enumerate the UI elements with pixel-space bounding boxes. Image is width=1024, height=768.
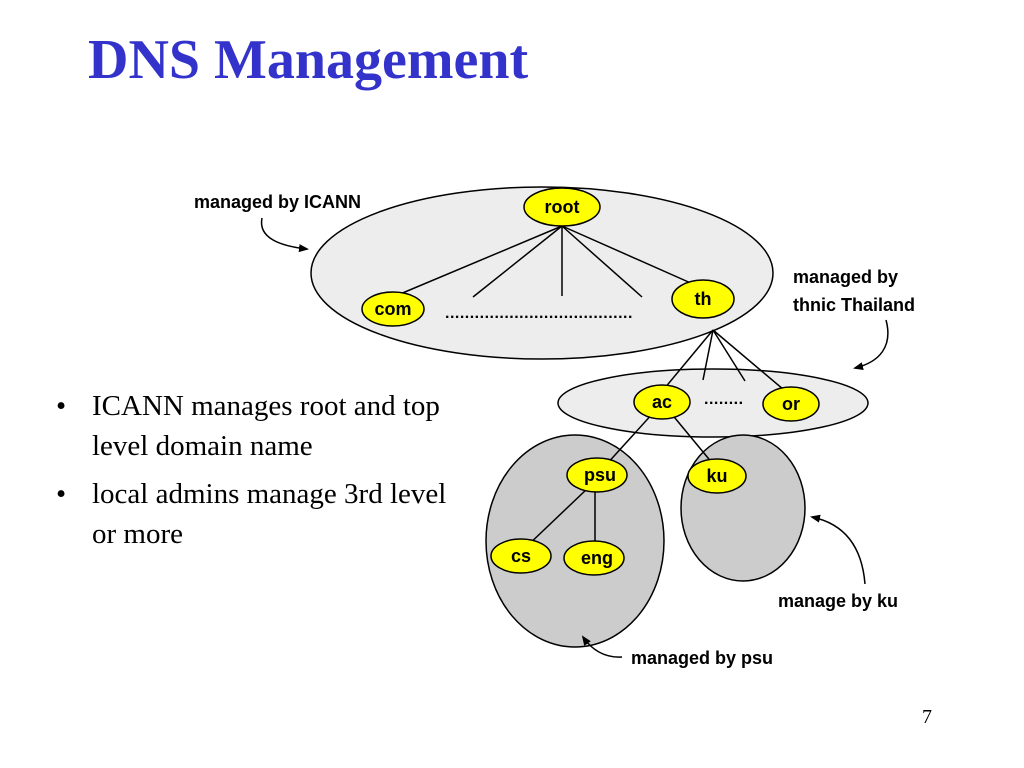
node-com-shape (361, 291, 425, 327)
ku-zone (680, 434, 806, 582)
node-eng: eng (563, 540, 625, 576)
node-com-label: com (374, 299, 411, 319)
node-ac-shape (633, 384, 691, 420)
node-ku-label: ku (706, 466, 727, 486)
tld-ellipsis: ...................................... (445, 305, 633, 322)
node-th-shape (671, 279, 735, 319)
psu-zone (485, 434, 665, 648)
arrow-psu-to-zone (581, 635, 623, 658)
node-root-shape (523, 187, 601, 227)
tree-edges (392, 225, 791, 549)
page-number: 7 (922, 706, 932, 728)
edge-ac-psu (604, 411, 655, 467)
node-ac-label: ac (652, 392, 672, 412)
slide-title: DNS Management (88, 29, 529, 91)
bullet-item: • local admins manage 3rd level or more (56, 474, 466, 554)
icann-zone (310, 186, 774, 360)
bullet-item: • ICANN manages root and top level domai… (56, 386, 466, 466)
node-com: com (361, 291, 425, 327)
label-manage-by-ku: manage by ku (778, 591, 898, 611)
node-psu: psu (566, 457, 628, 493)
node-ac: ac (633, 384, 691, 420)
node-cs-label: cs (511, 546, 531, 566)
bullet-marker: • (56, 390, 67, 422)
edge-ac-ku (669, 411, 714, 465)
edge-root-th (561, 225, 703, 289)
node-cs-shape (490, 538, 552, 574)
edge-root-tld2 (472, 225, 563, 298)
node-th: th (671, 279, 735, 319)
node-or-shape (762, 386, 820, 422)
edge-th-sld3 (712, 329, 746, 382)
node-ku-shape (687, 458, 747, 494)
arrow-ku-to-zone (810, 514, 866, 585)
bullet-list: • ICANN manages root and top level domai… (56, 386, 466, 562)
bullet-text: ICANN manages root and top level domain … (92, 390, 440, 462)
label-managed-by-thnic-line1: managed by (793, 267, 898, 287)
bullet-text: local admins manage 3rd level or more (92, 478, 447, 550)
node-root-label: root (545, 197, 580, 217)
node-cs: cs (490, 538, 552, 574)
edge-th-or (712, 329, 791, 396)
label-managed-by-icann: managed by ICANN (194, 192, 361, 212)
node-psu-label: psu (584, 465, 616, 485)
node-root: root (523, 187, 601, 227)
label-managed-by-thnic-line2: thnic Thailand (793, 295, 915, 315)
edge-th-sld2 (702, 329, 714, 381)
node-eng-label: eng (581, 548, 613, 568)
node-th-label: th (695, 289, 712, 309)
node-psu-shape (566, 457, 628, 493)
edge-root-com (392, 225, 563, 298)
label-managed-by-psu: managed by psu (631, 648, 773, 668)
edge-psu-cs (524, 487, 589, 549)
node-eng-shape (563, 540, 625, 576)
edge-root-tld4 (561, 225, 643, 298)
sld-ellipsis: ........ (704, 391, 744, 408)
arrow-icann-to-zone (260, 217, 309, 253)
node-or: or (762, 386, 820, 422)
bullet-marker: • (56, 478, 67, 510)
arrow-thnic-to-zone (853, 319, 889, 371)
node-ku: ku (687, 458, 747, 494)
edge-th-ac (658, 329, 714, 396)
node-or-label: or (782, 394, 800, 414)
